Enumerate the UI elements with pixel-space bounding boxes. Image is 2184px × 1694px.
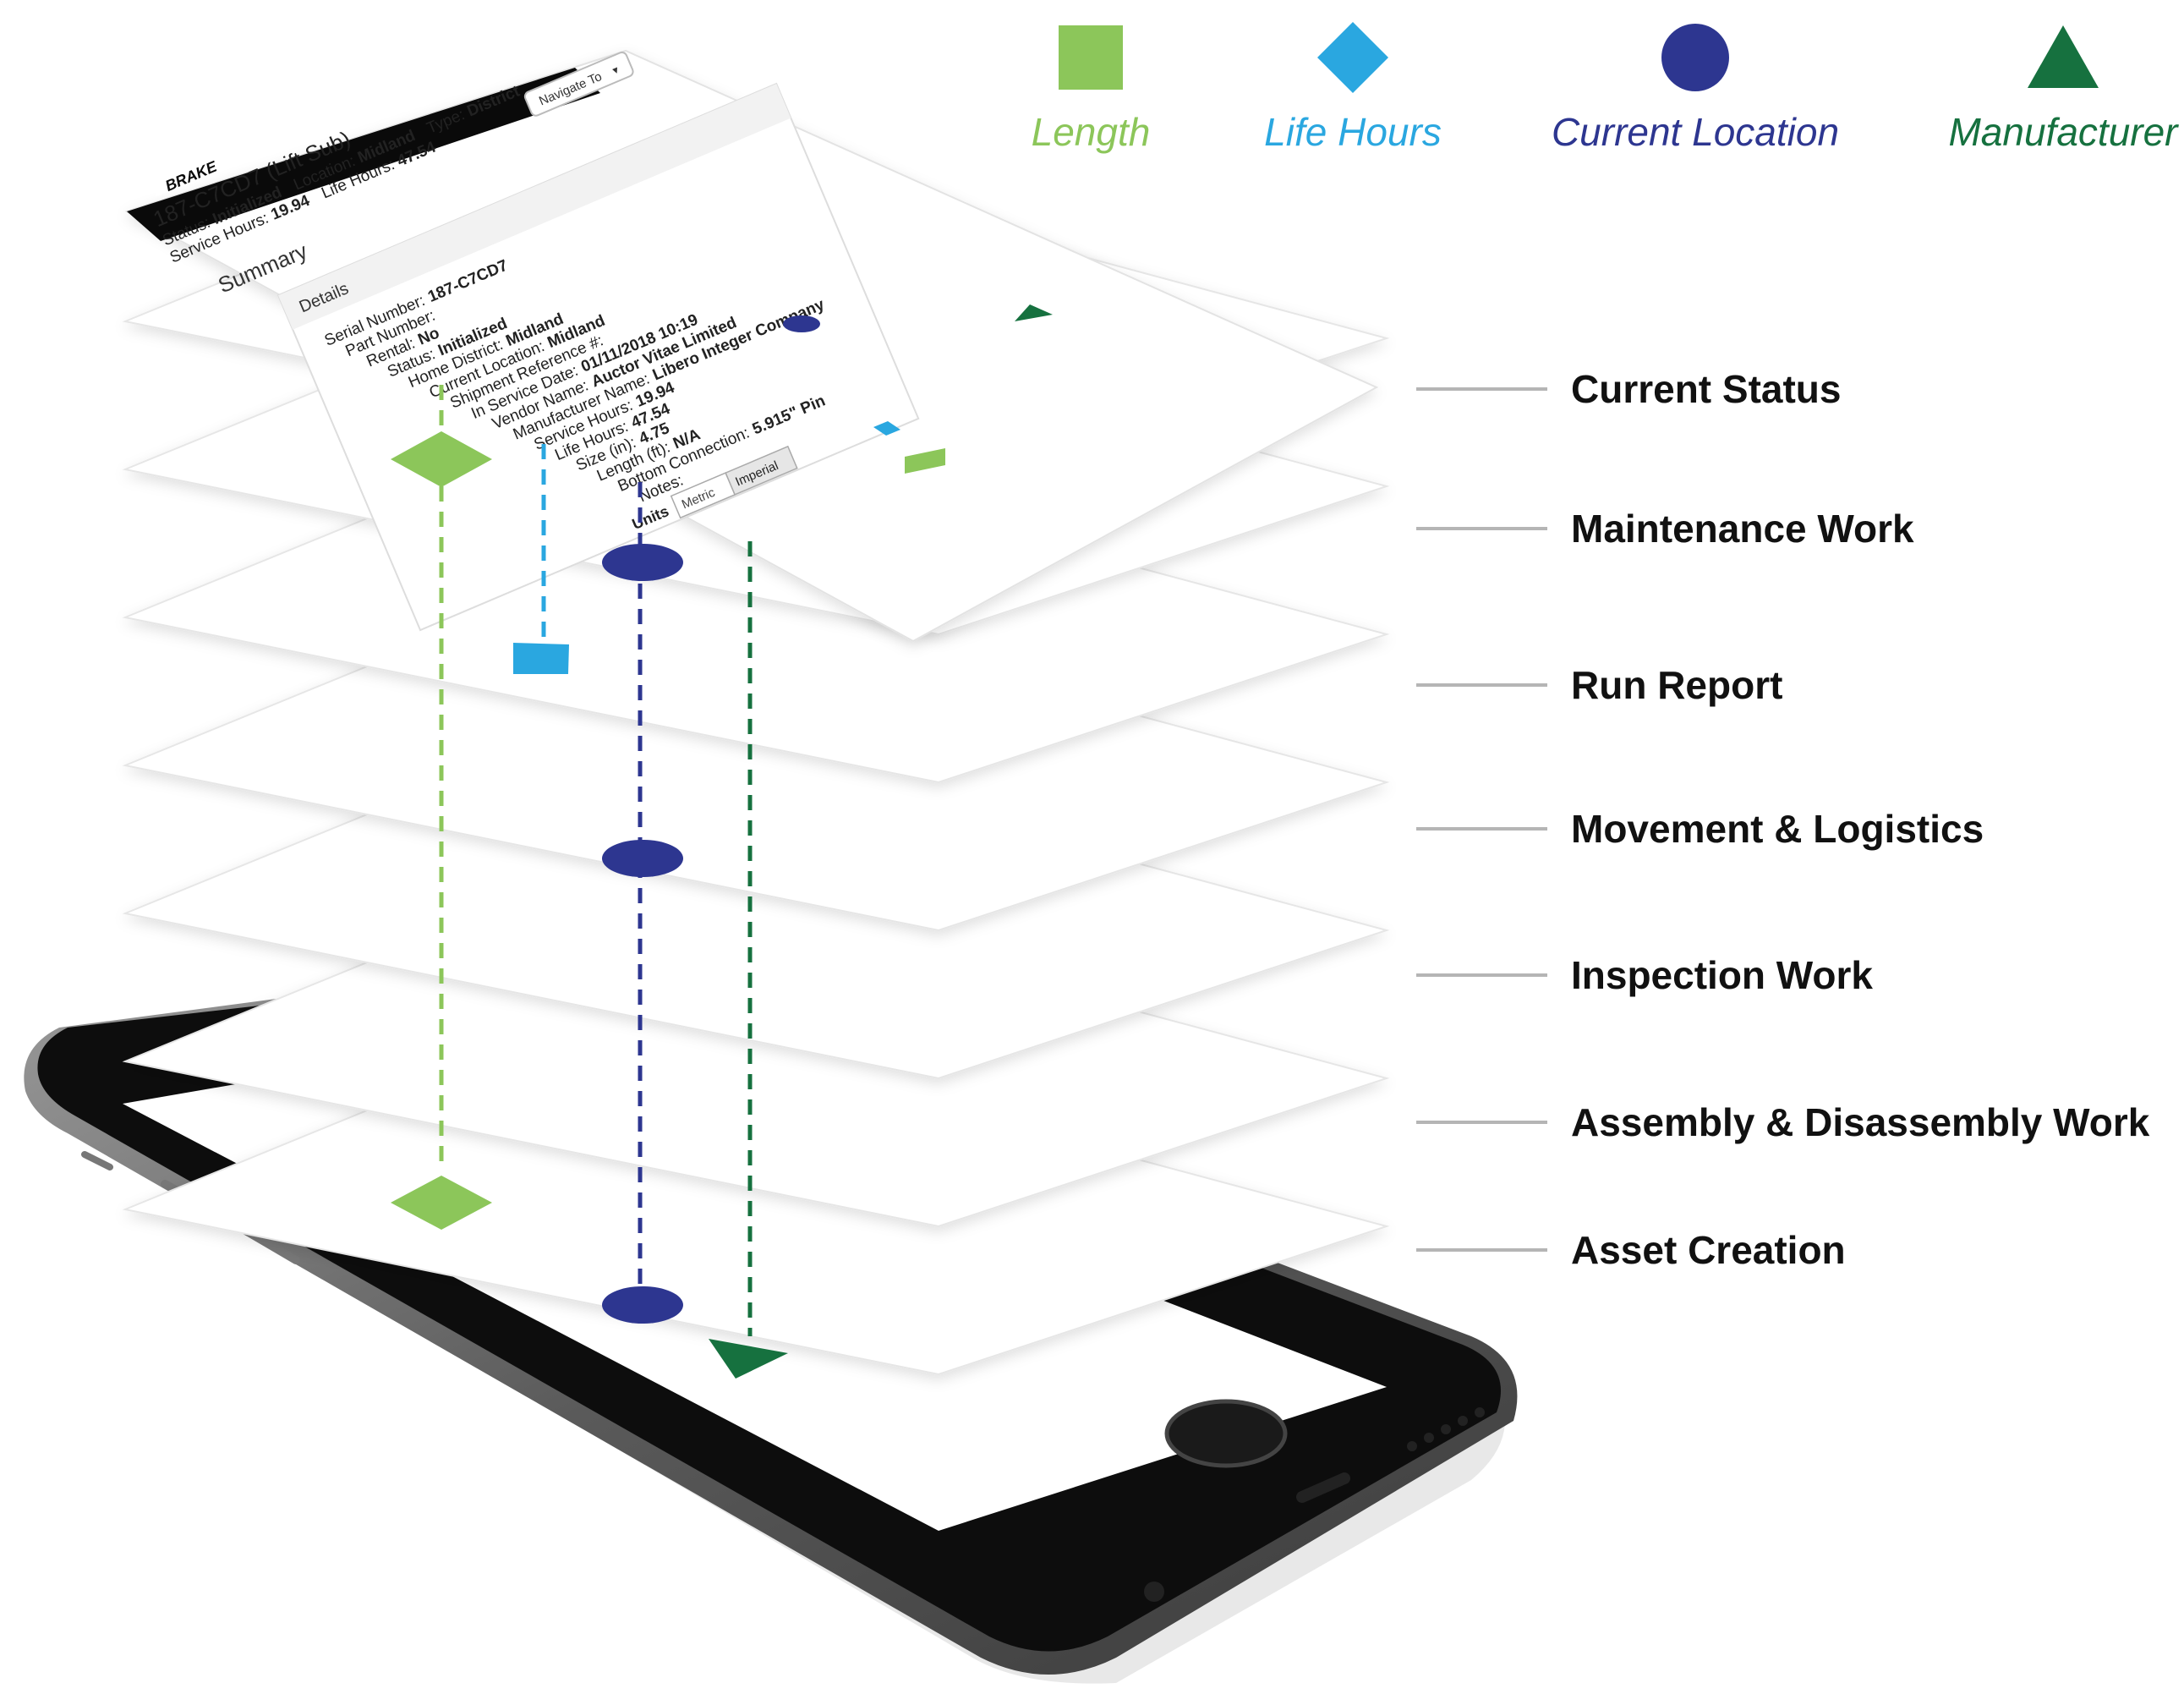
legend: Length Life Hours Current Location Manufact… [1032,22,2179,154]
speaker-hole [1475,1407,1485,1417]
details-panel-header [278,84,791,330]
life-hours-marker-icon [513,643,569,674]
layer-label: Run Report [1571,663,1782,707]
circle-icon [1661,24,1729,91]
speaker-hole [1458,1416,1468,1426]
app-content: BRAKE 187-C7CD7 (Lift Sub) Status: Initi… [150,0,920,632]
app-screen: BRAKE 187-C7CD7 (Lift Sub) Status: Initi… [124,0,1379,643]
speaker-hole [1424,1433,1434,1443]
app-header-bar [127,68,600,241]
speaker-hole [1441,1424,1451,1434]
speaker-hole [1407,1441,1417,1451]
layer-label: Current Status [1571,367,1841,411]
diamond-icon [1317,22,1388,93]
triangle-icon [2028,25,2099,88]
layer-label: Inspection Work [1571,953,1873,997]
layer-label-item: Maintenance Work [1416,507,1914,551]
location-marker-icon [602,1286,683,1324]
side-button [81,1151,113,1170]
tracking-lines [391,304,1053,1379]
legend-item-current-location: Current Location [1552,24,1839,154]
manufacturer-inline-icon [1015,304,1053,321]
legend-label: Life Hours [1264,110,1442,154]
manufacturer-marker-icon [709,1339,788,1379]
legend-item-manufacturer: Manufacturer [1948,25,2179,154]
layer-label: Asset Creation [1571,1228,1846,1272]
layer-label: Movement & Logistics [1571,807,1984,851]
legend-item-length: Length [1032,25,1151,154]
length-inline-icon [905,448,945,474]
layer-label: Assembly & Disassembly Work [1571,1100,2150,1144]
layer-label-item: Movement & Logistics [1416,807,1984,851]
layer-label-item: Run Report [1416,663,1782,707]
legend-label: Length [1032,110,1151,154]
lightning-port [1296,1472,1350,1503]
layer-label-item: Current Status [1416,367,1841,411]
layer-label-item: Assembly & Disassembly Work [1416,1100,2150,1144]
home-button-icon [1164,1399,1288,1468]
location-inline-icon [783,315,820,332]
headphone-jack [1144,1582,1164,1602]
life-hours-inline-icon [873,421,900,436]
legend-item-life-hours: Life Hours [1264,22,1442,154]
square-icon [1059,25,1123,90]
layer-label: Maintenance Work [1571,507,1914,551]
layer-label-item: Asset Creation [1416,1228,1846,1272]
length-marker-icon [391,1176,492,1230]
layer-label-item: Inspection Work [1416,953,1873,997]
legend-label: Manufacturer [1948,110,2179,154]
units-option-imperial[interactable]: Imperial [725,445,798,496]
location-marker-icon [602,544,683,581]
length-marker-icon [391,431,492,487]
location-marker-icon [602,840,683,877]
hamburger-menu-icon[interactable] [517,0,554,24]
legend-label: Current Location [1552,110,1839,154]
